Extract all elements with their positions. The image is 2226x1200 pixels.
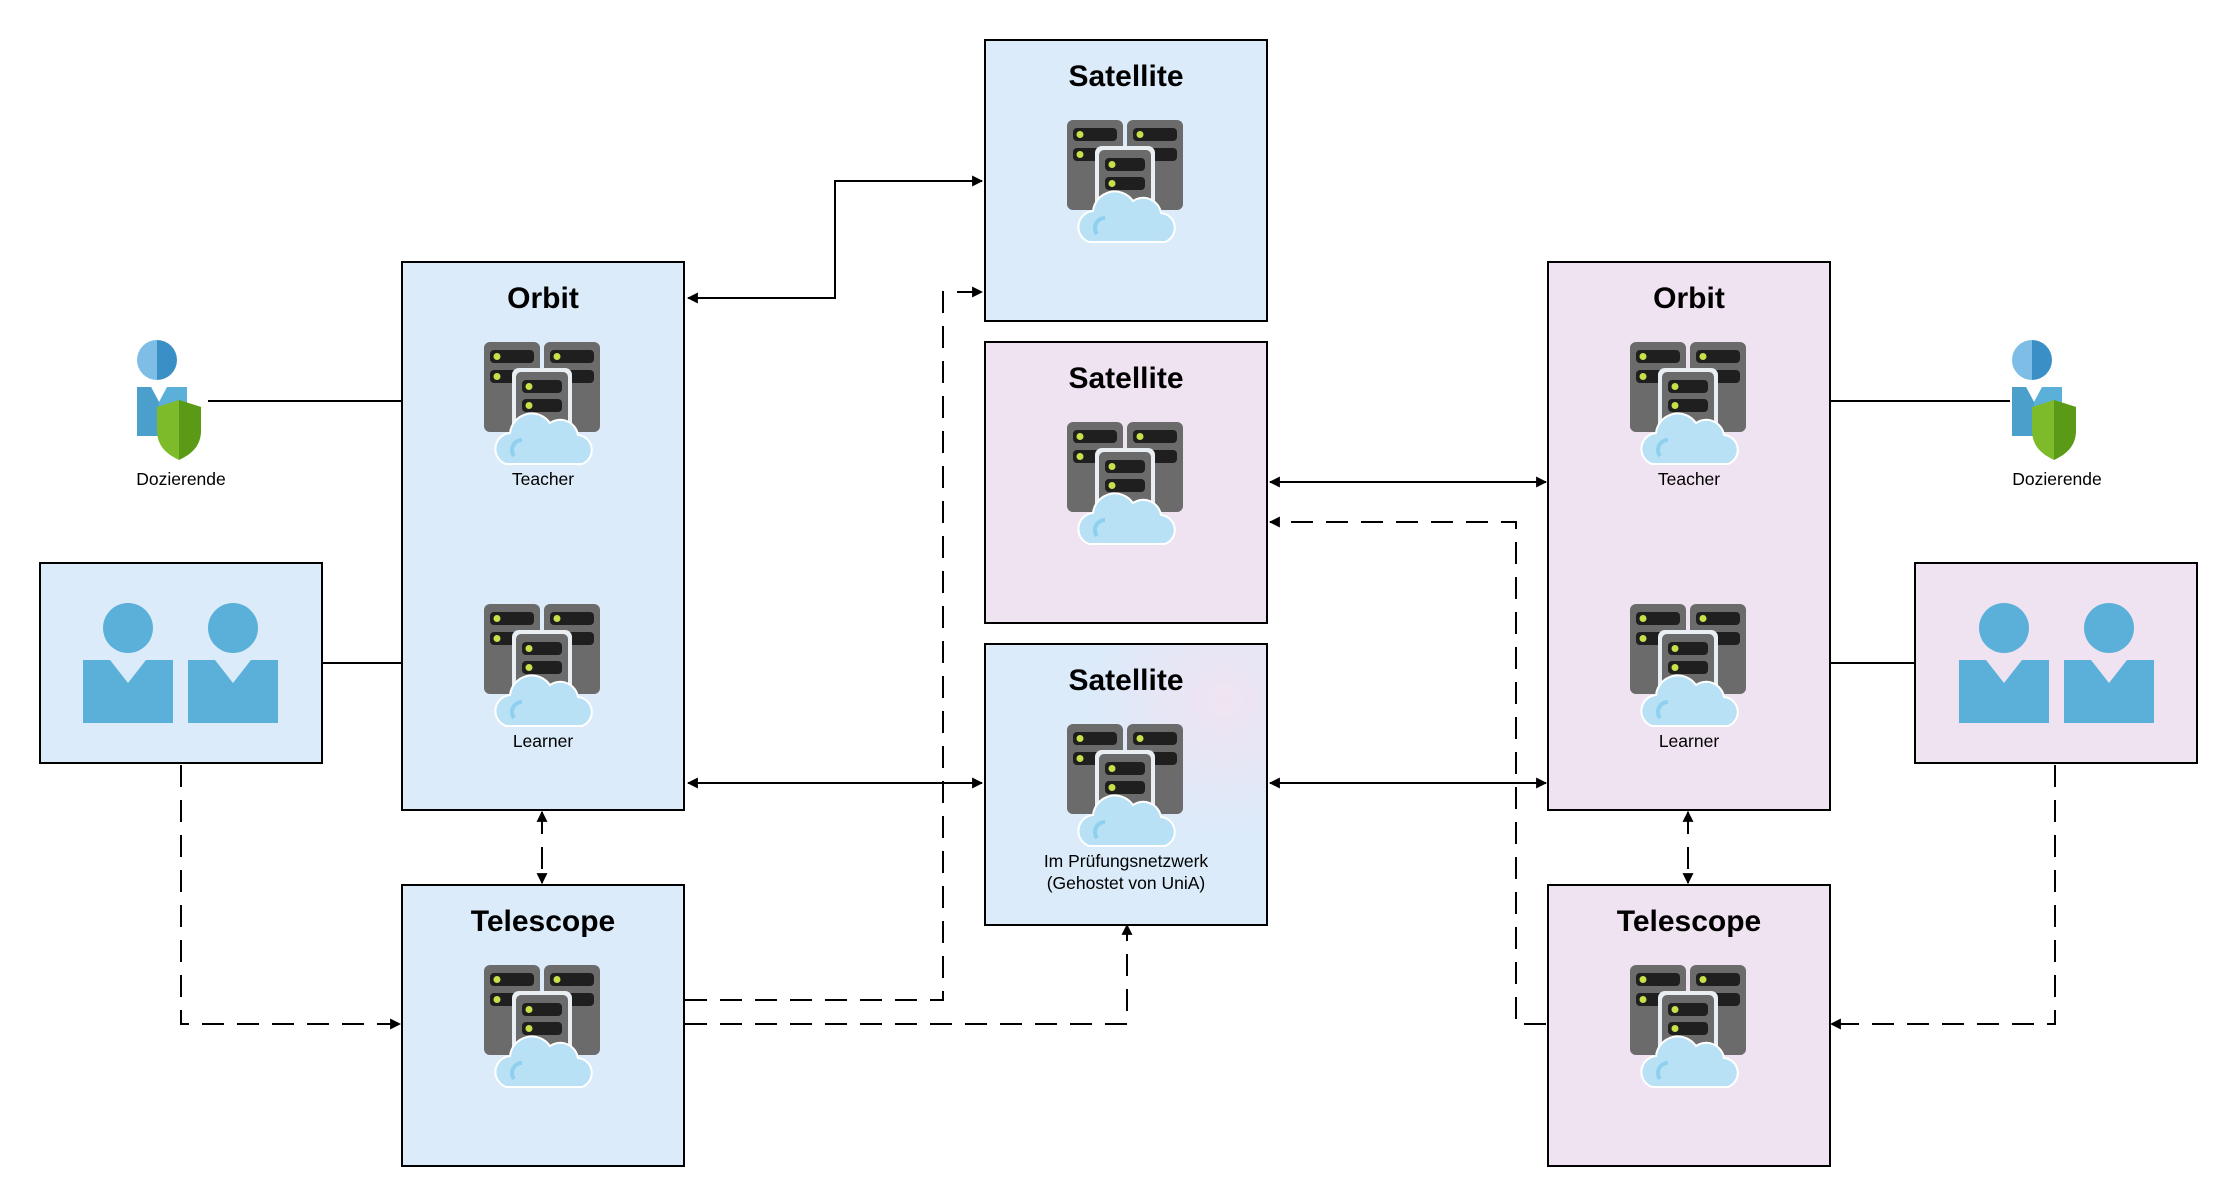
telescope-right-title: Telescope bbox=[1617, 905, 1762, 938]
user-shield-icon bbox=[137, 340, 201, 460]
students-right-node bbox=[1914, 562, 2198, 764]
telescope-right-node: Telescope bbox=[1547, 884, 1831, 1167]
orbit-left-learner-label: Learner bbox=[513, 731, 573, 751]
orbit-left-teacher-label: Teacher bbox=[512, 469, 574, 489]
satellite-bottom-node: Satellite Im Prüfungsnetzwerk (Gehostet … bbox=[984, 643, 1268, 926]
satellite-top-node: Satellite bbox=[984, 39, 1268, 322]
orbit-right-node: Orbit Teacher Learner bbox=[1547, 261, 1831, 811]
orbit-right-learner-label: Learner bbox=[1659, 731, 1719, 751]
orbit-right-teacher-label: Teacher bbox=[1658, 469, 1720, 489]
lecturer-left-node: Dozierende bbox=[136, 340, 226, 489]
orbit-right-title: Orbit bbox=[1653, 282, 1725, 315]
dashed-connections bbox=[180, 286, 2056, 1030]
satellite-bottom-title: Satellite bbox=[1068, 664, 1183, 697]
edge-telescope-right-satellite-mid bbox=[1268, 516, 1546, 1025]
edge-students-right-telescope-right bbox=[1829, 765, 2056, 1030]
lecturer-left-label: Dozierende bbox=[136, 469, 226, 489]
satellite-bottom-label-line1: Im Prüfungsnetzwerk bbox=[1044, 851, 1209, 871]
satellite-top-title: Satellite bbox=[1068, 60, 1183, 93]
satellite-mid-node: Satellite bbox=[984, 341, 1268, 624]
orbit-left-title: Orbit bbox=[507, 282, 579, 315]
satellite-mid-title: Satellite bbox=[1068, 362, 1183, 395]
students-left-node bbox=[39, 562, 323, 764]
edge-orbit-left-satellite-top bbox=[686, 175, 984, 304]
orbit-left-node: Orbit Teacher Learner bbox=[401, 261, 685, 811]
lecturer-right-label: Dozierende bbox=[2012, 469, 2102, 489]
user-shield-icon bbox=[2012, 340, 2076, 460]
satellite-bottom-label-line2: (Gehostet von UniA) bbox=[1047, 873, 1206, 893]
edge-telescope-left-satellite-top bbox=[685, 286, 984, 1001]
lecturer-right-node: Dozierende bbox=[2012, 340, 2102, 489]
telescope-left-node: Telescope bbox=[401, 884, 685, 1167]
edge-telescope-left-satellite-bottom bbox=[685, 923, 1133, 1025]
edge-students-left-telescope-left bbox=[180, 765, 402, 1030]
telescope-left-title: Telescope bbox=[471, 905, 616, 938]
